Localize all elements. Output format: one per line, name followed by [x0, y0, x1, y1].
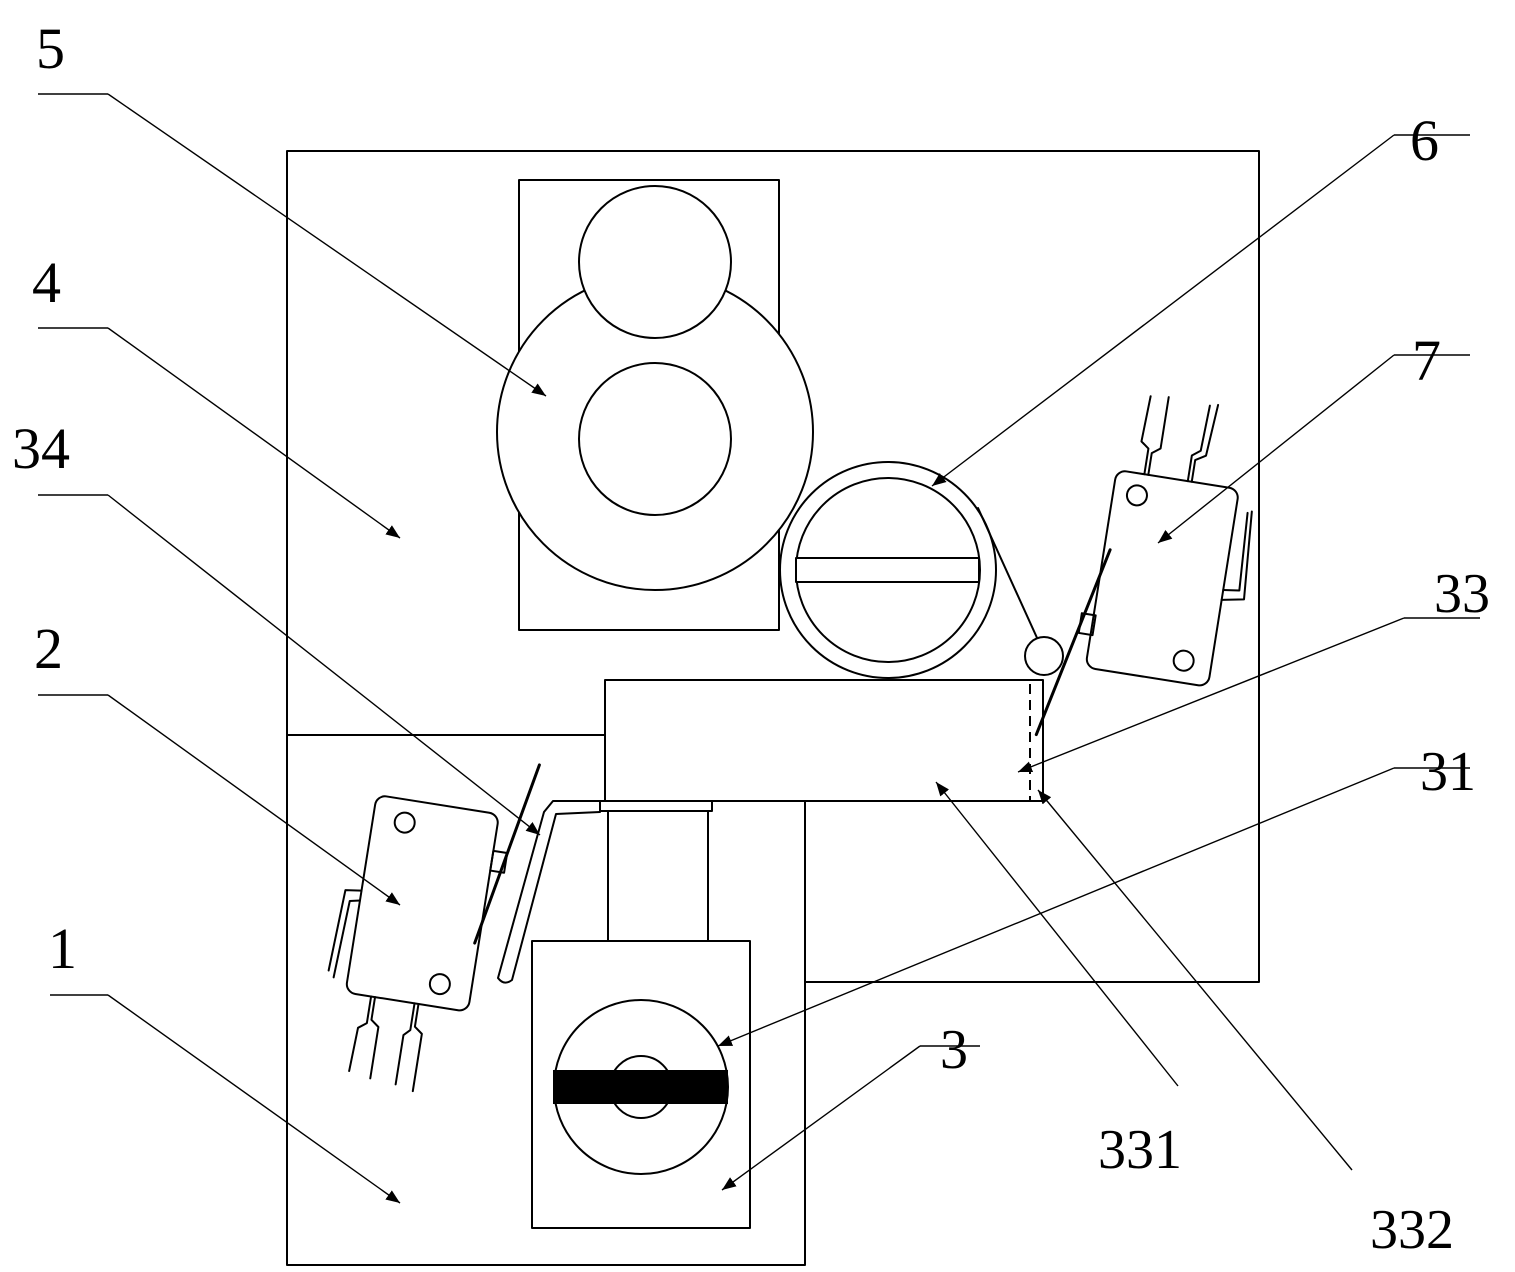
callout-3: 3	[721, 1019, 980, 1191]
motor-hub	[609, 1055, 673, 1119]
callout-label: 1	[48, 916, 77, 981]
micro-switch-right	[1034, 395, 1253, 737]
switch-body	[1085, 470, 1239, 687]
slider-body	[604, 679, 1044, 802]
callout-label: 34	[12, 416, 70, 481]
post-cap	[599, 800, 713, 812]
callout-label: 5	[36, 16, 65, 81]
callout-label: 3	[940, 1019, 968, 1081]
callout-5: 5	[36, 16, 547, 397]
callout-label: 7	[1412, 328, 1441, 393]
micro-switch-left	[327, 763, 541, 1093]
top-gear	[578, 185, 732, 339]
drive-post	[607, 800, 709, 942]
callout-6: 6	[931, 108, 1470, 487]
motor-bar	[553, 1070, 728, 1104]
callout-331: 331	[935, 781, 1182, 1181]
callout-label: 33	[1434, 563, 1490, 625]
callout-7: 7	[1157, 328, 1470, 544]
switch-body	[345, 795, 499, 1012]
bracket-arm	[497, 800, 601, 984]
switch-lever	[1034, 548, 1112, 737]
cam-slot	[795, 557, 980, 583]
callout-label: 31	[1420, 741, 1476, 803]
callout-332: 332	[1037, 789, 1454, 1261]
callout-label: 2	[34, 616, 63, 681]
callouts: 5 4 34 2 1 6	[12, 16, 1490, 1261]
callout-1: 1	[48, 916, 401, 1204]
slider-block	[604, 679, 1044, 802]
callout-label: 4	[32, 250, 61, 315]
callout-4: 4	[32, 250, 401, 539]
drive-assembly	[497, 800, 751, 1229]
callout-34: 34	[12, 416, 541, 836]
gear-assembly	[496, 179, 814, 631]
callout-label: 6	[1410, 108, 1439, 173]
cam-wheel	[779, 461, 1064, 679]
small-roller	[1024, 636, 1064, 676]
gear-hub	[578, 362, 732, 516]
callout-label: 331	[1098, 1119, 1182, 1181]
switch-lever	[473, 763, 541, 945]
callout-31: 31	[717, 741, 1476, 1047]
callout-label: 332	[1370, 1199, 1454, 1261]
callout-33: 33	[1017, 563, 1490, 773]
callout-2: 2	[34, 616, 401, 906]
